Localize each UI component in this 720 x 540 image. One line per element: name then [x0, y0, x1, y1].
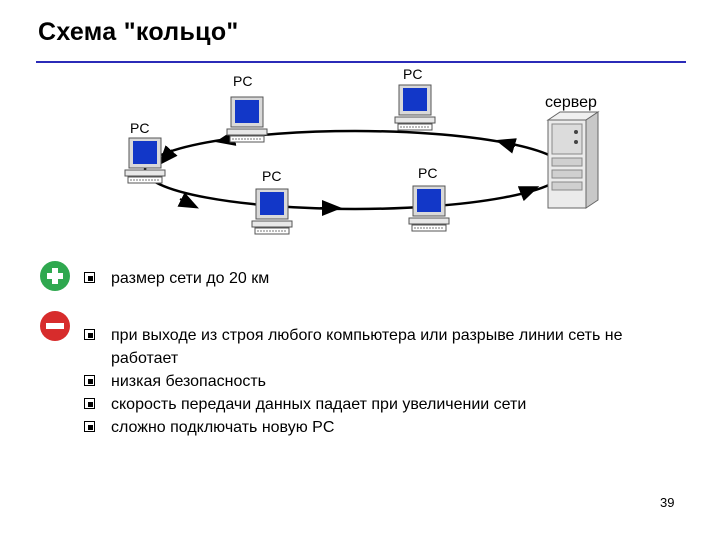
page-title: Схема "кольцо" [38, 18, 239, 46]
pc-left-icon [124, 137, 166, 184]
checkbox-bullet-icon [84, 375, 95, 386]
title-divider [36, 61, 686, 63]
checkbox-bullet-icon [84, 398, 95, 409]
server-label: сервер [545, 94, 597, 111]
cons-item-text: низкая безопасность [111, 373, 267, 390]
server-icon [546, 111, 600, 209]
list-item: скорость передачи данных падает при увел… [84, 393, 694, 416]
ring-network-diagram: PC PC PC PC PC сервер [124, 66, 600, 235]
pc-bottom-right-label: PC [418, 165, 437, 181]
plus-icon [40, 261, 70, 291]
pros-list: размер сети до 20 км [84, 267, 269, 290]
pc-bottom-right-icon [408, 185, 450, 232]
checkbox-bullet-icon [84, 272, 95, 283]
cons-item-text: сложно подключать новую PC [111, 419, 335, 436]
list-item: при выходе из строя любого компьютера ил… [84, 324, 694, 370]
pc-left-label: PC [130, 120, 149, 136]
cons-item-text: при выходе из строя любого компьютера ил… [111, 327, 623, 367]
cons-item-text: скорость передачи данных падает при увел… [111, 396, 527, 413]
minus-icon [40, 311, 70, 341]
arrow-top-right [495, 138, 517, 154]
checkbox-bullet-icon [84, 329, 95, 340]
pros-item-text: размер сети до 20 км [111, 270, 270, 287]
list-item: размер сети до 20 км [84, 267, 269, 290]
arrow-left [158, 145, 178, 166]
list-item: сложно подключать новую PC [84, 416, 694, 439]
ring-line [143, 129, 567, 211]
cons-list: при выходе из строя любого компьютера ил… [84, 324, 694, 439]
page-number: 39 [660, 495, 675, 510]
pc-bottom-mid-label: PC [262, 168, 281, 184]
pc-top-left-icon [226, 96, 268, 143]
list-item: низкая безопасность [84, 370, 694, 393]
arrow-bottom-left [177, 192, 199, 209]
pc-bottom-mid-icon [251, 188, 293, 235]
pc-top-right-label: PC [403, 66, 422, 82]
checkbox-bullet-icon [84, 421, 95, 432]
pc-top-left-label: PC [233, 73, 252, 89]
arrow-bottom-right [517, 186, 540, 202]
pc-top-right-icon [394, 84, 436, 131]
